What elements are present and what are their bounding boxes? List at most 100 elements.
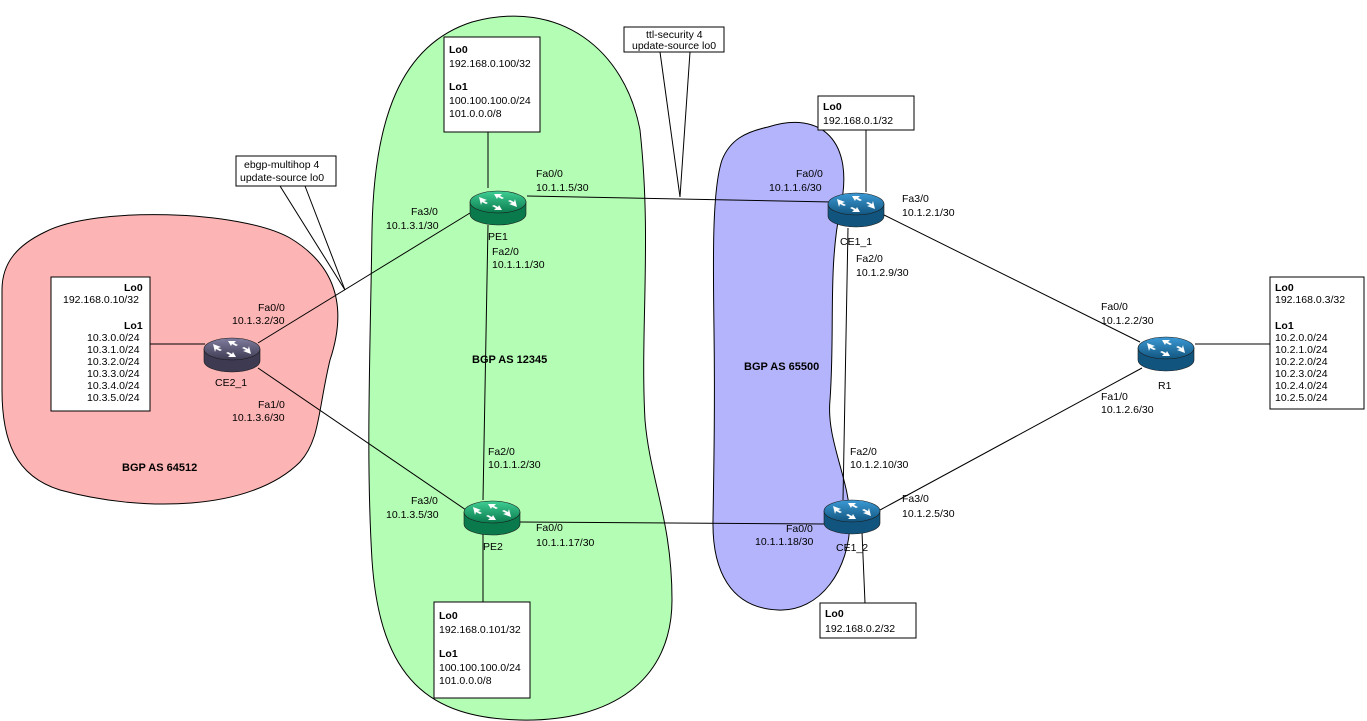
interface-ip: 10.1.3.6/30 [232, 412, 285, 424]
lo1-address: 10.3.1.0/24 [87, 344, 140, 356]
lo1-address: 10.2.4.0/24 [1275, 380, 1328, 392]
interface-label-pe2-fa00: Fa0/0 10.1.1.17/30 [536, 522, 595, 549]
interface-ip: 10.1.2.5/30 [902, 508, 955, 520]
interface-name: Fa3/0 [902, 493, 929, 505]
lo1-label: Lo1 [124, 320, 143, 332]
interface-name: Fa3/0 [411, 495, 438, 507]
lo1-address: 10.3.2.0/24 [87, 356, 140, 368]
interface-name: Fa0/0 [786, 523, 813, 535]
callout-ebgp-multihop: ebgp-multihop 4 update-source lo0 [235, 155, 337, 187]
link-ce1_2-r1 [879, 367, 1143, 511]
callout-line: update-source lo0 [240, 172, 324, 184]
interface-ip: 10.1.1.17/30 [536, 537, 595, 549]
link-ce2-pe1 [257, 212, 471, 344]
interface-label-ce11-fa00: Fa0/0 10.1.1.6/30 [769, 168, 823, 194]
interface-label-r1-fa10: Fa1/0 10.1.2.6/30 [1101, 391, 1154, 416]
lo0-address: 192.168.0.101/32 [439, 624, 521, 636]
interface-name: Fa0/0 [258, 302, 285, 314]
lo1-address: 10.2.3.0/24 [1275, 368, 1328, 380]
interface-name: Fa0/0 [1101, 301, 1128, 313]
router-name-ce1_1: CE1_1 [840, 236, 872, 248]
router-ce1_2[interactable] [823, 499, 881, 535]
router-pe2[interactable] [463, 500, 521, 536]
lo1-address: 10.2.2.0/24 [1275, 356, 1328, 368]
link-pe1-pe2 [482, 224, 489, 501]
link-ce1_2-lo [861, 531, 866, 604]
loopback-box-ce1_2: Lo0 192.168.0.2/32 [819, 602, 917, 639]
interface-ip: 10.1.1.2/30 [488, 459, 541, 471]
router-ce1_1[interactable] [827, 192, 885, 228]
links [150, 51, 1270, 604]
interface-label-ce12-fa30: Fa3/0 10.1.2.5/30 [902, 493, 955, 520]
router-name-r1: R1 [1158, 380, 1172, 392]
callout-ttl-pointer-a [659, 51, 681, 198]
router-r1[interactable] [1137, 336, 1195, 372]
interface-label-ce2-fa10: Fa1/0 10.1.3.6/30 [232, 399, 285, 424]
interface-name: Fa2/0 [488, 446, 515, 458]
router-arrows-icon [1147, 340, 1185, 356]
router-arrows-icon [833, 503, 871, 519]
link-ce1_1-r1 [879, 212, 1141, 343]
interface-name: Fa3/0 [902, 193, 929, 205]
lo1-address: 10.3.5.0/24 [87, 392, 140, 404]
interface-ip: 10.1.2.2/30 [1101, 315, 1154, 327]
lo0-address: 192.168.0.10/32 [63, 294, 139, 306]
interface-label-ce11-fa30: Fa3/0 10.1.2.1/30 [902, 193, 955, 219]
lo1-address: 100.100.100.0/24 [449, 95, 531, 107]
loopback-box-r1: Lo0 192.168.0.3/32 Lo1 10.2.0.0/24 10.2.… [1269, 276, 1365, 410]
router-name-ce2_1: CE2_1 [215, 377, 247, 389]
interface-ip: 10.1.1.1/30 [492, 259, 545, 271]
link-ce1_1-ce1_2 [842, 227, 849, 501]
router-pe1[interactable] [469, 190, 527, 226]
interface-label-pe2-fa30: Fa3/0 10.1.3.5/30 [386, 495, 439, 521]
router-name-ce1_2: CE1_2 [836, 542, 868, 554]
interface-ip: 10.1.1.5/30 [536, 182, 589, 194]
interface-ip: 10.1.2.9/30 [856, 267, 909, 279]
lo1-address: 10.3.0.0/24 [87, 332, 140, 344]
interface-name: Fa0/0 [796, 168, 823, 180]
interface-label-r1-fa00: Fa0/0 10.1.2.2/30 [1101, 301, 1154, 327]
interface-name: Fa2/0 [856, 253, 883, 265]
interface-label-pe1-fa30: Fa3/0 10.1.3.1/30 [386, 206, 439, 232]
router-arrows-icon [837, 196, 875, 212]
interface-ip: 10.1.1.6/30 [769, 182, 822, 194]
interface-label-ce12-fa00: Fa0/0 10.1.1.18/30 [755, 523, 814, 548]
link-pe2-ce1_2 [519, 521, 827, 525]
interface-label-ce12-fa20: Fa2/0 10.1.2.10/30 [850, 446, 909, 471]
callout-line: ebgp-multihop 4 [244, 159, 319, 171]
loopback-box-pe2: Lo0 192.168.0.101/32 Lo1 100.100.100.0/2… [433, 601, 531, 699]
interface-ip: 10.1.3.5/30 [386, 509, 439, 521]
lo0-label: Lo0 [823, 101, 842, 113]
interface-ip: 10.1.3.2/30 [232, 315, 285, 327]
router-arrows-icon [473, 504, 511, 520]
callout-line: ttl-security 4 [646, 29, 703, 41]
lo0-address: 192.168.0.100/32 [449, 58, 531, 70]
lo0-label: Lo0 [1275, 282, 1294, 294]
interface-ip: 10.1.1.18/30 [755, 536, 814, 548]
lo0-label: Lo0 [449, 44, 468, 56]
as-64512-label: BGP AS 64512 [122, 462, 197, 474]
interface-label-pe1-fa00: Fa0/0 10.1.1.5/30 [536, 168, 589, 194]
as-65500-label: BGP AS 65500 [744, 361, 819, 373]
callout-ebgp-pointer-a [279, 185, 346, 291]
lo1-address: 10.3.3.0/24 [87, 368, 140, 380]
lo1-address: 101.0.0.0/8 [439, 675, 492, 687]
interface-name: Fa0/0 [536, 522, 563, 534]
lo0-address: 192.168.0.3/32 [1275, 294, 1345, 306]
lo1-label: Lo1 [439, 648, 458, 660]
interface-name: Fa1/0 [1101, 391, 1128, 403]
lo0-label: Lo0 [439, 610, 458, 622]
lo1-address: 10.2.1.0/24 [1275, 344, 1328, 356]
interface-name: Fa1/0 [258, 399, 285, 411]
interface-ip: 10.1.2.1/30 [902, 207, 955, 219]
interface-name: Fa0/0 [536, 168, 563, 180]
router-arrows-icon [213, 341, 251, 357]
router-arrows-icon [479, 194, 517, 210]
lo1-address: 10.2.5.0/24 [1275, 392, 1328, 404]
as-12345-label: BGP AS 12345 [472, 354, 547, 366]
lo0-address: 192.168.0.1/32 [823, 115, 893, 127]
interface-name: Fa2/0 [492, 246, 519, 258]
as-12345-region [368, 15, 673, 721]
router-ce2_1[interactable] [203, 337, 261, 373]
